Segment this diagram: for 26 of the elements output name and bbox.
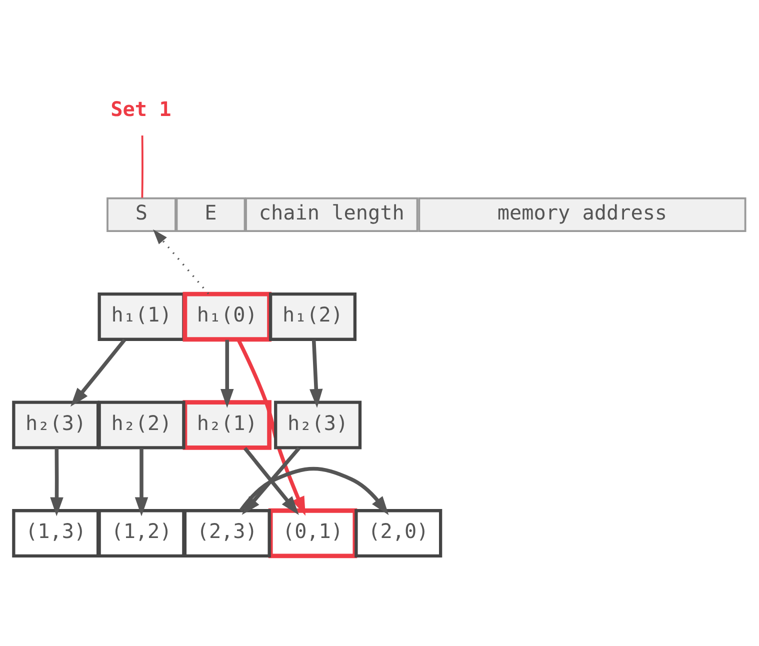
node-box: memory address	[418, 197, 746, 232]
node-box: h₂(3)	[274, 400, 362, 450]
node-box: E	[176, 197, 246, 232]
arrow	[134, 448, 148, 516]
node-box: chain length	[245, 197, 418, 232]
node-box: S	[106, 197, 176, 232]
node-box: h₁(1)	[98, 292, 186, 341]
arrow	[239, 466, 389, 516]
node-box: h₂(3)	[12, 400, 100, 450]
arrow	[70, 338, 126, 407]
node-box: (2,0)	[354, 509, 442, 558]
node-box: h₁(2)	[269, 292, 357, 341]
arrow	[50, 448, 64, 516]
node-box: (0,1)	[268, 508, 358, 558]
node-box: (1,3)	[12, 509, 100, 558]
arrow	[236, 338, 306, 516]
node-box: (2,3)	[183, 509, 271, 558]
node-box: h₁(0)	[182, 292, 272, 342]
arrow	[310, 340, 323, 408]
arrow	[153, 229, 210, 294]
node-box: h₂(2)	[98, 400, 186, 450]
connector	[141, 136, 144, 198]
node-box: h₂(1)	[182, 400, 272, 450]
node-text: Set 1	[110, 97, 172, 122]
node-box: (1,2)	[98, 509, 186, 558]
arrow	[220, 340, 234, 408]
